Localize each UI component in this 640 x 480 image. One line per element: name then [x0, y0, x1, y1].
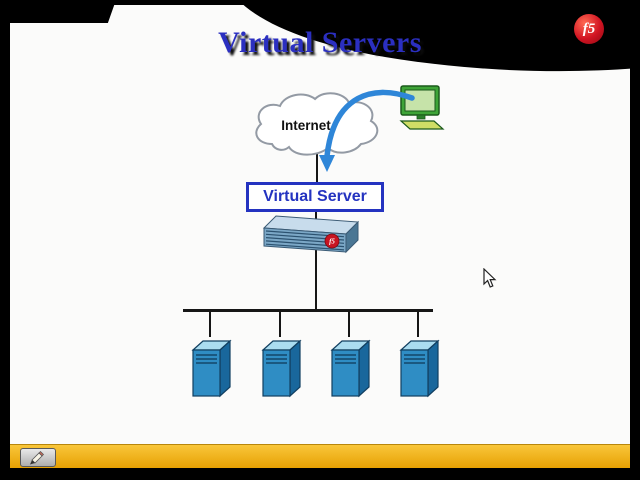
- top-left-black-bar: [0, 0, 116, 23]
- server-unit: [397, 311, 443, 401]
- network-drop-line: [348, 311, 350, 337]
- server-icon: [330, 339, 371, 398]
- pencil-icon: [30, 450, 44, 464]
- server-unit: [189, 311, 235, 401]
- internet-label: Internet: [281, 118, 331, 133]
- network-bus-line: [183, 309, 433, 312]
- bottom-bar: [10, 444, 630, 468]
- client-computer-icon: [399, 85, 445, 130]
- pen-tool-button[interactable]: [20, 448, 56, 467]
- f5-logo-icon: f5: [574, 14, 604, 44]
- virtual-server-label: Virtual Server: [263, 188, 367, 205]
- server-icon: [399, 339, 440, 398]
- virtual-server-box: Virtual Server: [246, 182, 384, 212]
- mouse-cursor-icon: [483, 268, 497, 288]
- network-drop-line: [279, 311, 281, 337]
- network-drop-line: [417, 311, 419, 337]
- appliance-to-bus-line: [315, 208, 317, 311]
- slide-title: Virtual Servers: [218, 26, 422, 59]
- f5-badge-text: f5: [329, 238, 335, 246]
- server-unit: [259, 311, 305, 401]
- top-swoosh-shape: [238, 0, 640, 72]
- f5-badge-icon: [324, 233, 340, 249]
- cloud-to-virtualserver-line: [316, 148, 318, 184]
- traffic-arrow-icon: [319, 89, 415, 172]
- server-unit: [328, 311, 374, 401]
- network-drop-line: [209, 311, 211, 337]
- bigip-appliance-icon: f5: [262, 215, 360, 254]
- server-icon: [191, 339, 232, 398]
- server-icon: [261, 339, 302, 398]
- f5-logo-text: f5: [582, 20, 596, 37]
